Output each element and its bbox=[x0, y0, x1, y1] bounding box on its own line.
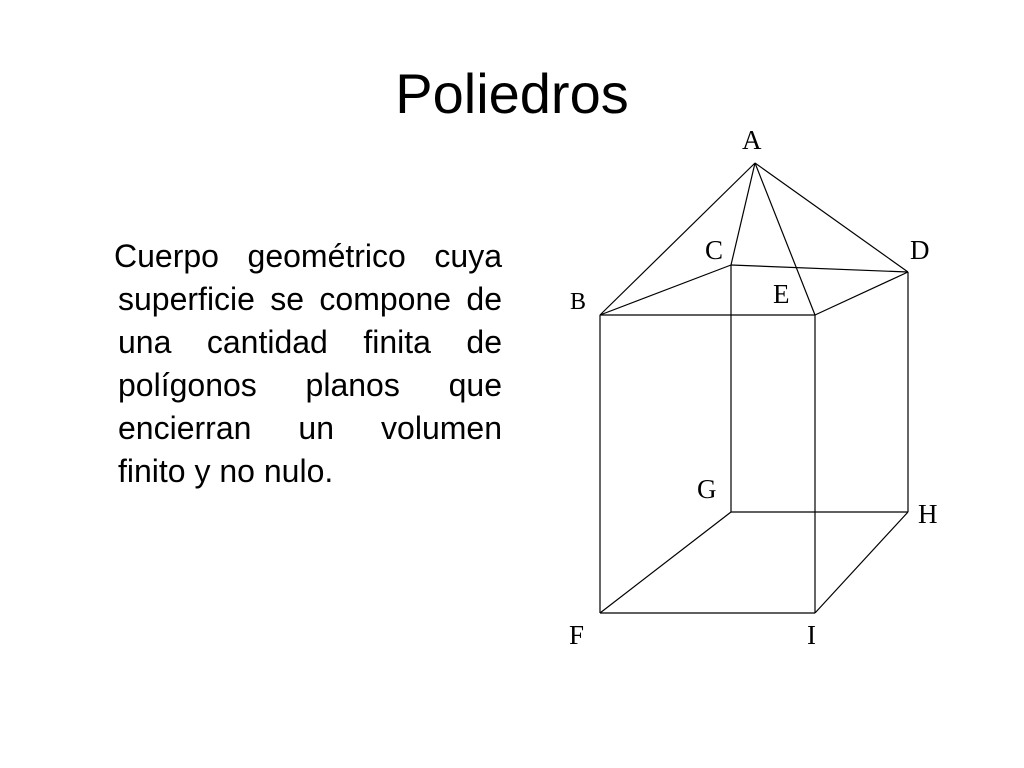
vertex-label-f: F bbox=[569, 620, 584, 650]
vertex-label-h: H bbox=[918, 499, 938, 529]
edge-d-e bbox=[814, 271, 909, 316]
definition-text: Cuerpo geométrico cuya superficie se com… bbox=[114, 238, 502, 489]
edge-a-e bbox=[754, 162, 816, 316]
edge-c-d bbox=[730, 264, 909, 273]
vertex-label-e: E bbox=[773, 279, 790, 309]
vertex-label-d: D bbox=[910, 235, 930, 265]
edge-a-c bbox=[730, 162, 756, 266]
vertex-label-g: G bbox=[697, 474, 717, 504]
vertex-label-c: C bbox=[705, 235, 723, 265]
edge-a-d bbox=[754, 162, 909, 273]
vertex-label-i: I bbox=[807, 620, 816, 650]
edge-f-g bbox=[599, 511, 732, 614]
edge-b-c bbox=[599, 264, 732, 316]
vertex-label-b: B bbox=[570, 289, 586, 315]
edge-a-b bbox=[599, 162, 756, 316]
slide-title: Poliedros bbox=[395, 62, 629, 125]
edge-i-h bbox=[814, 511, 909, 614]
